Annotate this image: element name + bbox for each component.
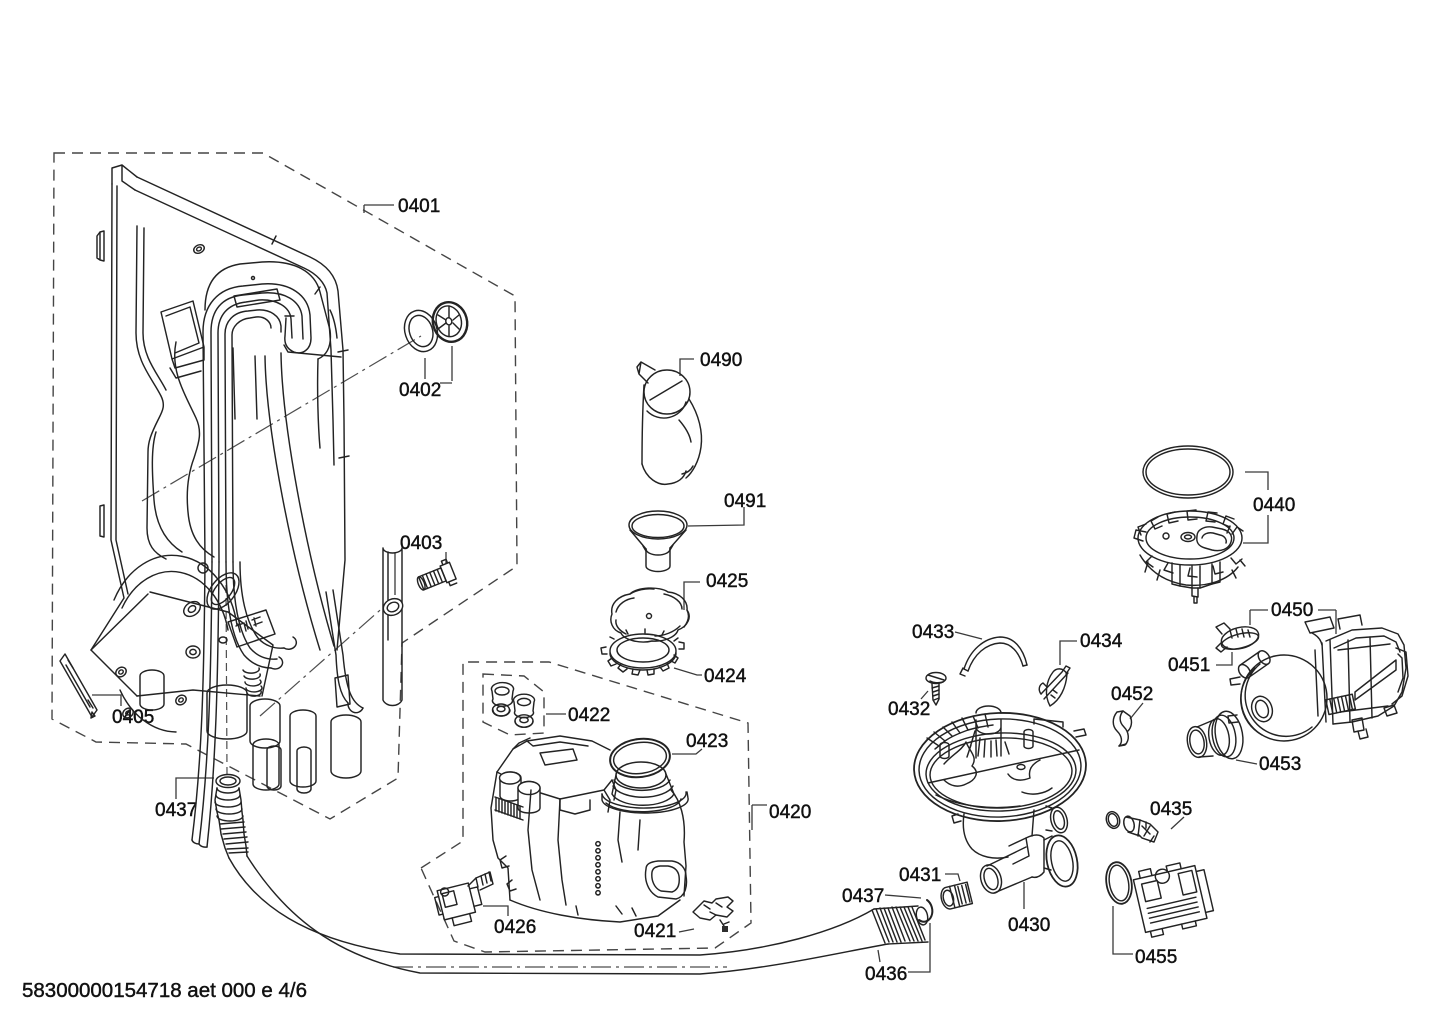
svg-text:0437: 0437 bbox=[842, 886, 884, 907]
svg-text:0436: 0436 bbox=[865, 964, 907, 985]
svg-text:0423: 0423 bbox=[686, 731, 728, 752]
svg-text:0491: 0491 bbox=[724, 491, 766, 512]
svg-text:0431: 0431 bbox=[899, 865, 941, 886]
svg-text:0434: 0434 bbox=[1080, 631, 1123, 652]
svg-text:0422: 0422 bbox=[568, 705, 610, 726]
svg-text:0401: 0401 bbox=[398, 196, 440, 217]
svg-text:0420: 0420 bbox=[769, 802, 811, 823]
svg-text:0433: 0433 bbox=[912, 622, 954, 643]
svg-text:0426: 0426 bbox=[494, 917, 536, 938]
svg-text:0451: 0451 bbox=[1168, 655, 1210, 676]
svg-text:0430: 0430 bbox=[1008, 915, 1050, 936]
svg-text:58300000154718 aet 000 e 4/6: 58300000154718 aet 000 e 4/6 bbox=[22, 979, 307, 1002]
svg-text:0402: 0402 bbox=[399, 380, 441, 401]
svg-text:0490: 0490 bbox=[700, 350, 742, 371]
svg-text:0403: 0403 bbox=[400, 533, 442, 554]
svg-text:0452: 0452 bbox=[1111, 684, 1153, 705]
svg-text:0425: 0425 bbox=[706, 571, 748, 592]
svg-text:0453: 0453 bbox=[1259, 754, 1301, 775]
svg-text:0435: 0435 bbox=[1150, 799, 1192, 820]
svg-text:0440: 0440 bbox=[1253, 495, 1295, 516]
svg-text:0421: 0421 bbox=[634, 921, 676, 942]
svg-text:0432: 0432 bbox=[888, 699, 930, 720]
svg-text:0450: 0450 bbox=[1271, 600, 1313, 621]
svg-text:0455: 0455 bbox=[1135, 947, 1177, 968]
svg-text:0424: 0424 bbox=[704, 666, 747, 687]
svg-text:0437: 0437 bbox=[155, 800, 197, 821]
